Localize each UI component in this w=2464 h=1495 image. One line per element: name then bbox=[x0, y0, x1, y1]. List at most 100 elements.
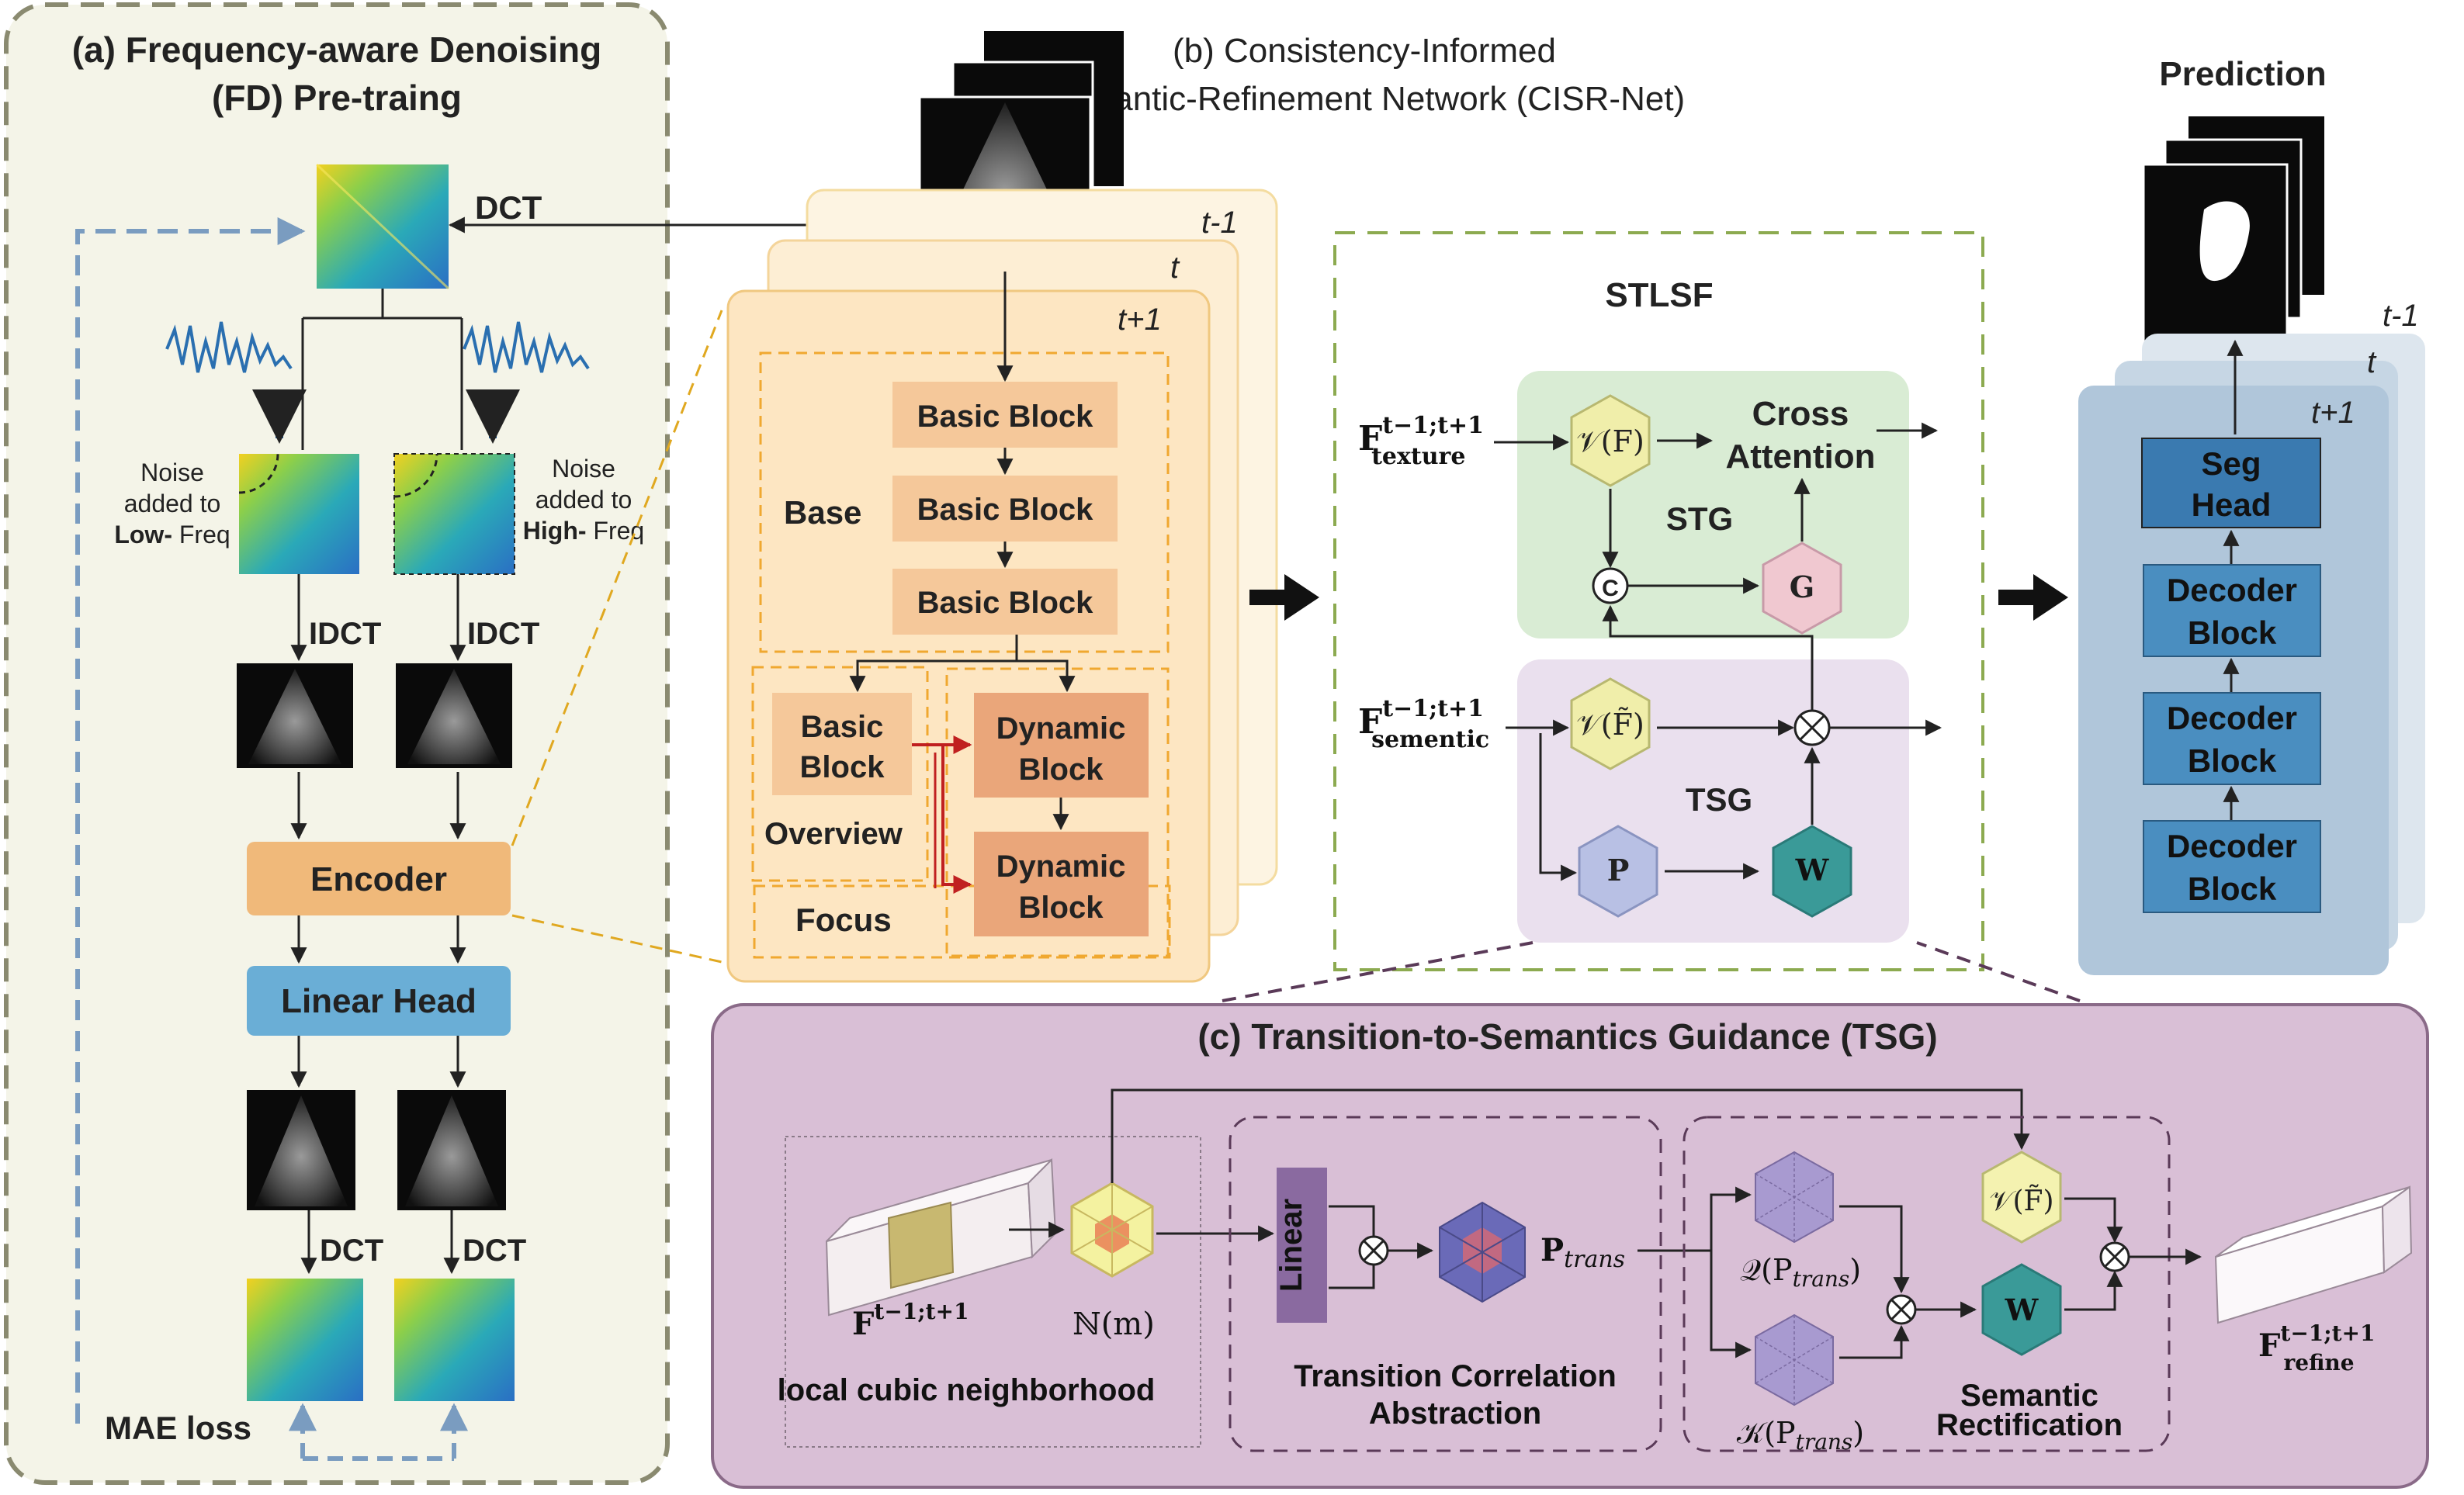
arrow-ptrans-k bbox=[1710, 1251, 1752, 1358]
mae-loss-label: MAE loss bbox=[105, 1410, 251, 1446]
dct-spectrum-bottom-left bbox=[247, 1279, 363, 1401]
zoom-tsg-left bbox=[1222, 941, 1534, 1002]
tsg-label: TSG bbox=[1686, 781, 1752, 818]
focus-label: Focus bbox=[795, 901, 892, 938]
concat-label: C bbox=[1602, 576, 1619, 601]
arrow-mult-concat bbox=[1602, 604, 1814, 711]
cross-attention-l2: Attention bbox=[1725, 438, 1875, 476]
basic-block-overview bbox=[772, 693, 912, 795]
segmentation-mask bbox=[2199, 201, 2250, 282]
basic-block-2 bbox=[892, 476, 1118, 542]
noise-wave-right bbox=[463, 321, 590, 373]
mask-frame-front bbox=[2142, 163, 2289, 344]
echo-cone-recon-right bbox=[405, 1095, 498, 1206]
dynamic-block-1-l1: Dynamic bbox=[996, 711, 1126, 746]
frame-t-plus-1 bbox=[726, 289, 1211, 983]
dct-spectrum-bottom-right bbox=[394, 1279, 515, 1401]
sr-label-l1: Semantic bbox=[1960, 1379, 2098, 1413]
stlsf-frame bbox=[1333, 231, 1984, 971]
basic-block-overview-l1: Basic bbox=[801, 710, 884, 744]
local-neighborhood-label: local cubic neighborhood bbox=[778, 1373, 1156, 1407]
red-arrow-focus bbox=[912, 743, 972, 894]
encoder-block bbox=[247, 842, 511, 915]
g-label: G bbox=[1790, 569, 1814, 604]
noise-right-line2: added to bbox=[535, 486, 632, 514]
echo-cone-left bbox=[248, 669, 341, 764]
p-trans-grid bbox=[1439, 1203, 1526, 1302]
base-label: Base bbox=[784, 494, 861, 531]
mult-cross-sr-2 bbox=[2104, 1246, 2126, 1268]
basic-block-2-label: Basic Block bbox=[917, 493, 1094, 527]
decoder-block-2-l2: Block bbox=[2188, 742, 2277, 779]
idct-right-label: IDCT bbox=[467, 617, 539, 651]
noise-left-line2: added to bbox=[124, 490, 221, 517]
v-f-cube bbox=[1570, 394, 1651, 487]
v-f-tilde-cube bbox=[1570, 677, 1651, 770]
base-group bbox=[759, 351, 1170, 653]
n-m-grid bbox=[1071, 1183, 1153, 1276]
q-cube-grid bbox=[1755, 1152, 1834, 1242]
decoder-block-3-l1: Decoder bbox=[2167, 828, 2297, 864]
spectrum-diagonal bbox=[315, 163, 450, 290]
f-input: Ft−1;t+1 bbox=[852, 1299, 969, 1342]
v-f-tilde-label: 𝒱(F̃) bbox=[1576, 708, 1644, 742]
mult-cross-stlsf bbox=[1799, 715, 1825, 741]
encoder-label: Encoder bbox=[310, 860, 447, 898]
w-label: W bbox=[1795, 853, 1830, 888]
echo-cone-right bbox=[407, 669, 501, 764]
focus-band bbox=[753, 884, 1171, 959]
idct-left-label: IDCT bbox=[309, 617, 381, 651]
noise-right-line3: High- Freq bbox=[523, 517, 644, 545]
linear-block bbox=[1277, 1168, 1327, 1323]
echo-cone-recon-left bbox=[255, 1095, 348, 1206]
arrow-ptrans-q bbox=[1637, 1186, 1752, 1252]
arrow-w-mult2 bbox=[2064, 1270, 2123, 1311]
seg-head-block bbox=[2141, 438, 2321, 528]
stlsf-title: STLSF bbox=[1605, 276, 1713, 314]
frame-label-t-plus-1: t+1 bbox=[1118, 303, 1162, 337]
linear-head-block bbox=[247, 966, 511, 1036]
focus-group bbox=[945, 667, 1170, 957]
arrow-vf-mult2 bbox=[2064, 1197, 2123, 1244]
panel-a-title-1: (a) Frequency-aware Denoising bbox=[72, 29, 602, 70]
arrow-skip-vf bbox=[1111, 1088, 2030, 1183]
g-cube bbox=[1762, 542, 1842, 635]
basic-block-overview-l2: Block bbox=[800, 750, 885, 784]
v-f-label: 𝒱(F) bbox=[1576, 424, 1644, 459]
mae-loss-loop-line bbox=[75, 217, 306, 1424]
dct-top-label: DCT bbox=[475, 189, 542, 226]
panel-a-title-2: (FD) Pre-traing bbox=[212, 78, 462, 118]
tca-group bbox=[1229, 1116, 1662, 1452]
decoder-block-3 bbox=[2143, 820, 2321, 913]
mult-cross-sr-1 bbox=[1890, 1299, 1912, 1320]
sr-label-l2: Rectification bbox=[1936, 1408, 2123, 1442]
tca-label-l1: Transition Correlation bbox=[1294, 1359, 1617, 1393]
refined-volume-side bbox=[2381, 1185, 2413, 1274]
dct-bottom-right-label: DCT bbox=[463, 1234, 526, 1268]
big-arrow-to-stlsf bbox=[1249, 574, 1319, 621]
tca-label-l2: Abstraction bbox=[1369, 1396, 1541, 1431]
seg-head-l2: Head bbox=[2192, 486, 2272, 523]
noise-right-line1: Noise bbox=[552, 455, 615, 483]
decoder-block-1 bbox=[2143, 564, 2321, 657]
spectrum-low-noise bbox=[239, 454, 359, 574]
panel-c-title: (c) Transition-to-Semantics Guidance (TS… bbox=[1197, 1016, 1937, 1057]
linear-label: Linear bbox=[1274, 1199, 1308, 1292]
q-label: 𝒬(Ptrans) bbox=[1740, 1253, 1861, 1292]
pred-label-t-minus-1: t-1 bbox=[2383, 299, 2419, 333]
w-cube-c bbox=[1981, 1263, 2062, 1356]
decoder-block-2 bbox=[2143, 692, 2321, 785]
overview-group bbox=[751, 666, 929, 882]
n-m-label: ℕ(m) bbox=[1073, 1306, 1155, 1342]
zoom-line-bottom bbox=[511, 914, 723, 964]
basic-block-1-label: Basic Block bbox=[917, 400, 1094, 434]
overview-label: Overview bbox=[764, 817, 903, 851]
sr-group bbox=[1683, 1116, 2171, 1452]
zoom-line-top bbox=[511, 310, 723, 846]
basic-block-3 bbox=[892, 569, 1118, 635]
dct-bottom-left-label: DCT bbox=[320, 1234, 383, 1268]
